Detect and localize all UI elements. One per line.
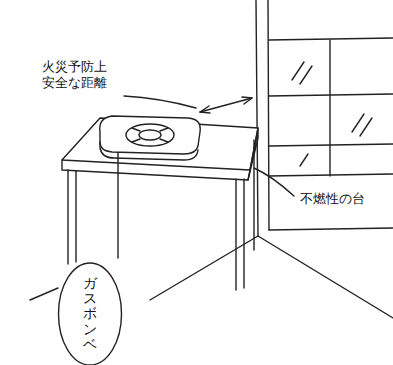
glass-reflection <box>360 118 372 136</box>
floor-line <box>150 236 258 300</box>
window-rail <box>269 174 393 176</box>
window-rail <box>269 144 393 146</box>
gas-stove <box>100 116 201 160</box>
table-edge <box>248 128 258 180</box>
table-edge <box>62 160 250 180</box>
window-frame <box>256 0 258 236</box>
table-leg <box>67 170 68 264</box>
callout-text: 火災予防上 安全な距離 <box>40 58 113 93</box>
window <box>256 0 393 236</box>
glass-reflection <box>292 62 304 80</box>
stove-body <box>100 116 201 154</box>
window-rail <box>269 228 393 230</box>
window-rail <box>269 94 393 96</box>
glass-reflection <box>300 154 308 166</box>
burner-cap <box>139 130 161 140</box>
leader-line <box>254 168 294 196</box>
distance-arrow <box>124 96 252 113</box>
table-leg <box>243 179 244 288</box>
arrow-head <box>242 97 252 104</box>
gas-cylinder: ガスボンベ <box>57 259 123 365</box>
floor-line <box>258 236 393 318</box>
table-leg <box>253 140 254 250</box>
cylinder-label: ガスボンベ <box>83 276 97 353</box>
trivet <box>132 128 168 142</box>
floor-line <box>30 288 58 300</box>
dimension-line <box>200 98 252 112</box>
cylinder-ellipse <box>59 263 122 365</box>
table-leg <box>235 179 236 290</box>
arrow-head <box>200 106 210 113</box>
glass-reflection <box>300 66 312 84</box>
callout-text: 不燃性の台 <box>298 190 367 208</box>
table-leg <box>75 171 76 262</box>
leader-line <box>124 96 196 108</box>
burner <box>126 124 174 146</box>
window-rail <box>269 38 393 40</box>
glass-reflection <box>352 114 364 132</box>
stove-base <box>100 142 198 160</box>
window-frame <box>268 0 269 230</box>
window-mullion <box>329 40 330 176</box>
